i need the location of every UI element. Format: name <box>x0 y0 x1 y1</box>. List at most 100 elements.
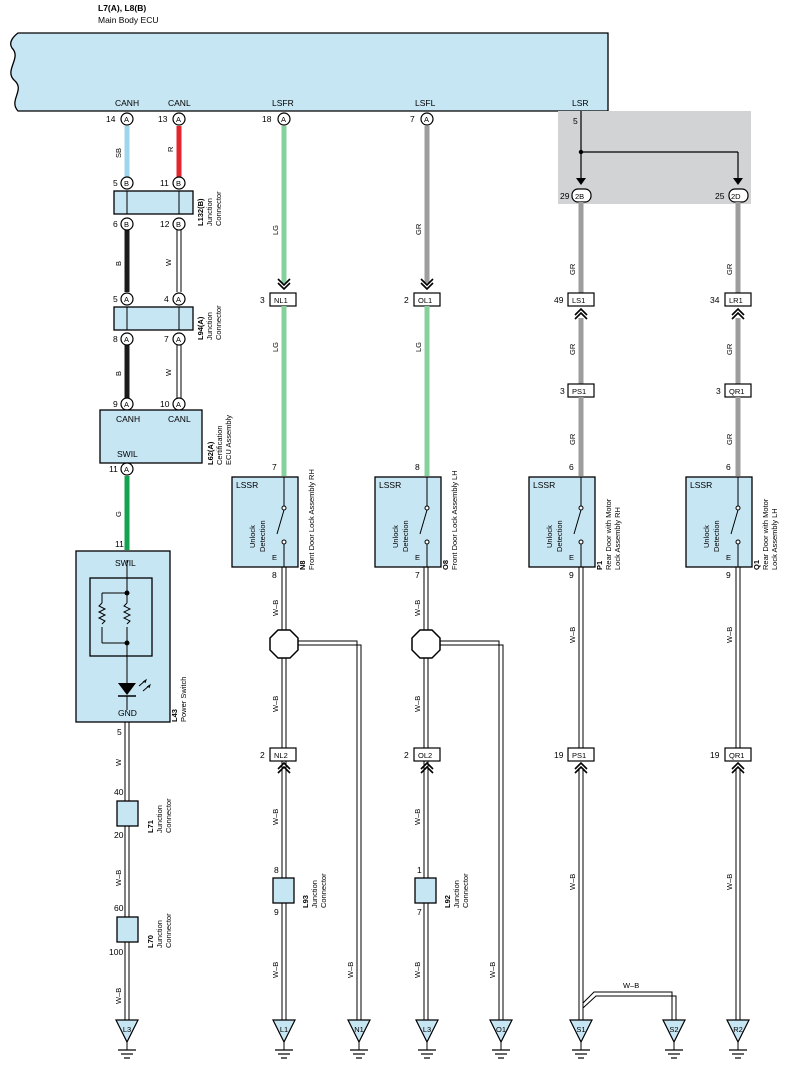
lock-pin-bottom: 9 <box>569 570 574 580</box>
lock-detect-1: Unlock <box>545 525 554 548</box>
l132-name1: Junction <box>205 198 214 226</box>
lock-pin-bottom: 7 <box>415 570 420 580</box>
ground-icon: O1 <box>489 1019 513 1059</box>
l43-pin-gnd: 5 <box>117 727 122 737</box>
ground-label: S2 <box>669 1025 678 1034</box>
lsfl-pin-num: 7 <box>410 114 415 124</box>
l94-name1: Junction <box>205 312 214 340</box>
wire-label-wb-n1: W–B <box>346 962 355 978</box>
ground-label: N1 <box>354 1025 364 1034</box>
l132-box <box>113 190 194 215</box>
lsr-left-pin: 29 <box>560 191 570 201</box>
lock-box <box>685 476 753 568</box>
lock-code: P1 <box>595 561 604 570</box>
switch-icon <box>573 477 584 567</box>
wire-label-wb-o8-1: W–B <box>413 600 422 616</box>
lock-code: N8 <box>298 560 307 570</box>
lock-detect-1: Unlock <box>248 525 257 548</box>
l62-code: L62(A) <box>206 441 215 465</box>
l71-code: L71 <box>146 820 155 833</box>
l62-pin-canl: 10 <box>160 399 170 409</box>
ground-icon: S2 <box>662 1019 686 1059</box>
l62-name2: ECU Assembly <box>224 415 233 465</box>
ecu-pin-canl-num: 13 <box>158 114 168 124</box>
ecu-pin-lsfr: LSFR <box>272 98 294 108</box>
qr1a-label: QR1 <box>729 387 744 396</box>
wire-w-2 <box>176 344 182 398</box>
ps1b-label: PS1 <box>572 751 586 760</box>
wire-label-gr-6: GR <box>725 343 734 355</box>
ps1b-box <box>567 747 595 762</box>
ls1-label: LS1 <box>572 296 585 305</box>
lock-name-2: Lock Assembly LH <box>770 508 779 570</box>
ground-icon: L3 <box>115 1019 139 1059</box>
lr1-box <box>724 292 752 307</box>
lock-detect-2: Detection <box>712 520 721 552</box>
wire-label-wb-o8-4: W–B <box>413 962 422 978</box>
wire-label-gr-4: GR <box>568 433 577 445</box>
lsfr-pin-num: 18 <box>262 114 272 124</box>
lock-pin-top: 6 <box>726 462 731 472</box>
lsr-splice-shade <box>558 111 751 204</box>
pin-circle <box>120 292 134 306</box>
l62-label: L62(A) Certification ECU Assembly <box>206 415 233 465</box>
l43-inner-box <box>89 577 153 657</box>
l94-conn-br: A <box>176 335 181 344</box>
lock-name-1: Front Door Lock Assembly LH <box>450 470 459 570</box>
pin-circle <box>172 176 186 190</box>
l132-pin-tr: 11 <box>160 178 169 188</box>
lock-detect-2: Detection <box>401 520 410 552</box>
ecu-pin-canl-conn: A <box>176 115 181 124</box>
pin-circle <box>172 112 186 126</box>
l132-conn-br: B <box>176 220 181 229</box>
l43-gnd: GND <box>118 708 137 718</box>
lsr-pin-num: 5 <box>573 116 578 126</box>
ecu-pin-canh-conn: A <box>124 115 129 124</box>
ol1-label: OL1 <box>418 296 432 305</box>
lock-pin-top: 6 <box>569 462 574 472</box>
ground-icon: R2 <box>726 1019 750 1059</box>
l132-conn-bl: B <box>124 220 129 229</box>
l62-conn-canh: A <box>124 400 129 409</box>
ecu-name: Main Body ECU <box>98 15 158 25</box>
pin-circle <box>172 292 186 306</box>
l62-pin-swil: 11 <box>109 464 118 474</box>
nl2-pin: 2 <box>260 750 265 760</box>
l94-label: L94(A) Junction Connector <box>196 305 223 340</box>
lock-e: E <box>726 553 731 562</box>
l71-box <box>116 800 139 827</box>
l70-name1: Junction <box>155 920 164 948</box>
lsr-right-conn: 2D <box>731 192 741 201</box>
wire-label-wb-p1-2: W–B <box>568 874 577 890</box>
l94-pin-bl: 8 <box>113 334 118 344</box>
l94-name2: Connector <box>214 305 223 340</box>
arrow-icon <box>731 762 745 774</box>
pin-circle <box>172 217 186 231</box>
lock-detect-2: Detection <box>555 520 564 552</box>
ground-icon: L3 <box>415 1019 439 1059</box>
qr1a-pin: 3 <box>716 386 721 396</box>
ground-label: S1 <box>576 1025 585 1034</box>
wire-label-wb-n8-2: W–B <box>271 696 280 712</box>
wire-label-gr-3: GR <box>568 343 577 355</box>
wire-label-r: R <box>166 146 175 152</box>
l71-name1: Junction <box>155 805 164 833</box>
arrow-icon <box>731 308 745 320</box>
l70-pin-top: 60 <box>114 903 124 913</box>
l70-name2: Connector <box>164 913 173 948</box>
l93-pin-top: 8 <box>274 865 279 875</box>
l132-pin-bl: 6 <box>113 219 118 229</box>
ground-icon: N1 <box>347 1019 371 1059</box>
wire-label-lg-3: LG <box>414 342 423 352</box>
lock-e: E <box>272 553 277 562</box>
wire-label-wb-l2: W–B <box>114 988 123 1004</box>
ground-label: O1 <box>496 1025 506 1034</box>
ps1b-pin: 19 <box>554 750 564 760</box>
lock-lssr: LSSR <box>533 480 555 490</box>
l93-box <box>272 877 295 904</box>
